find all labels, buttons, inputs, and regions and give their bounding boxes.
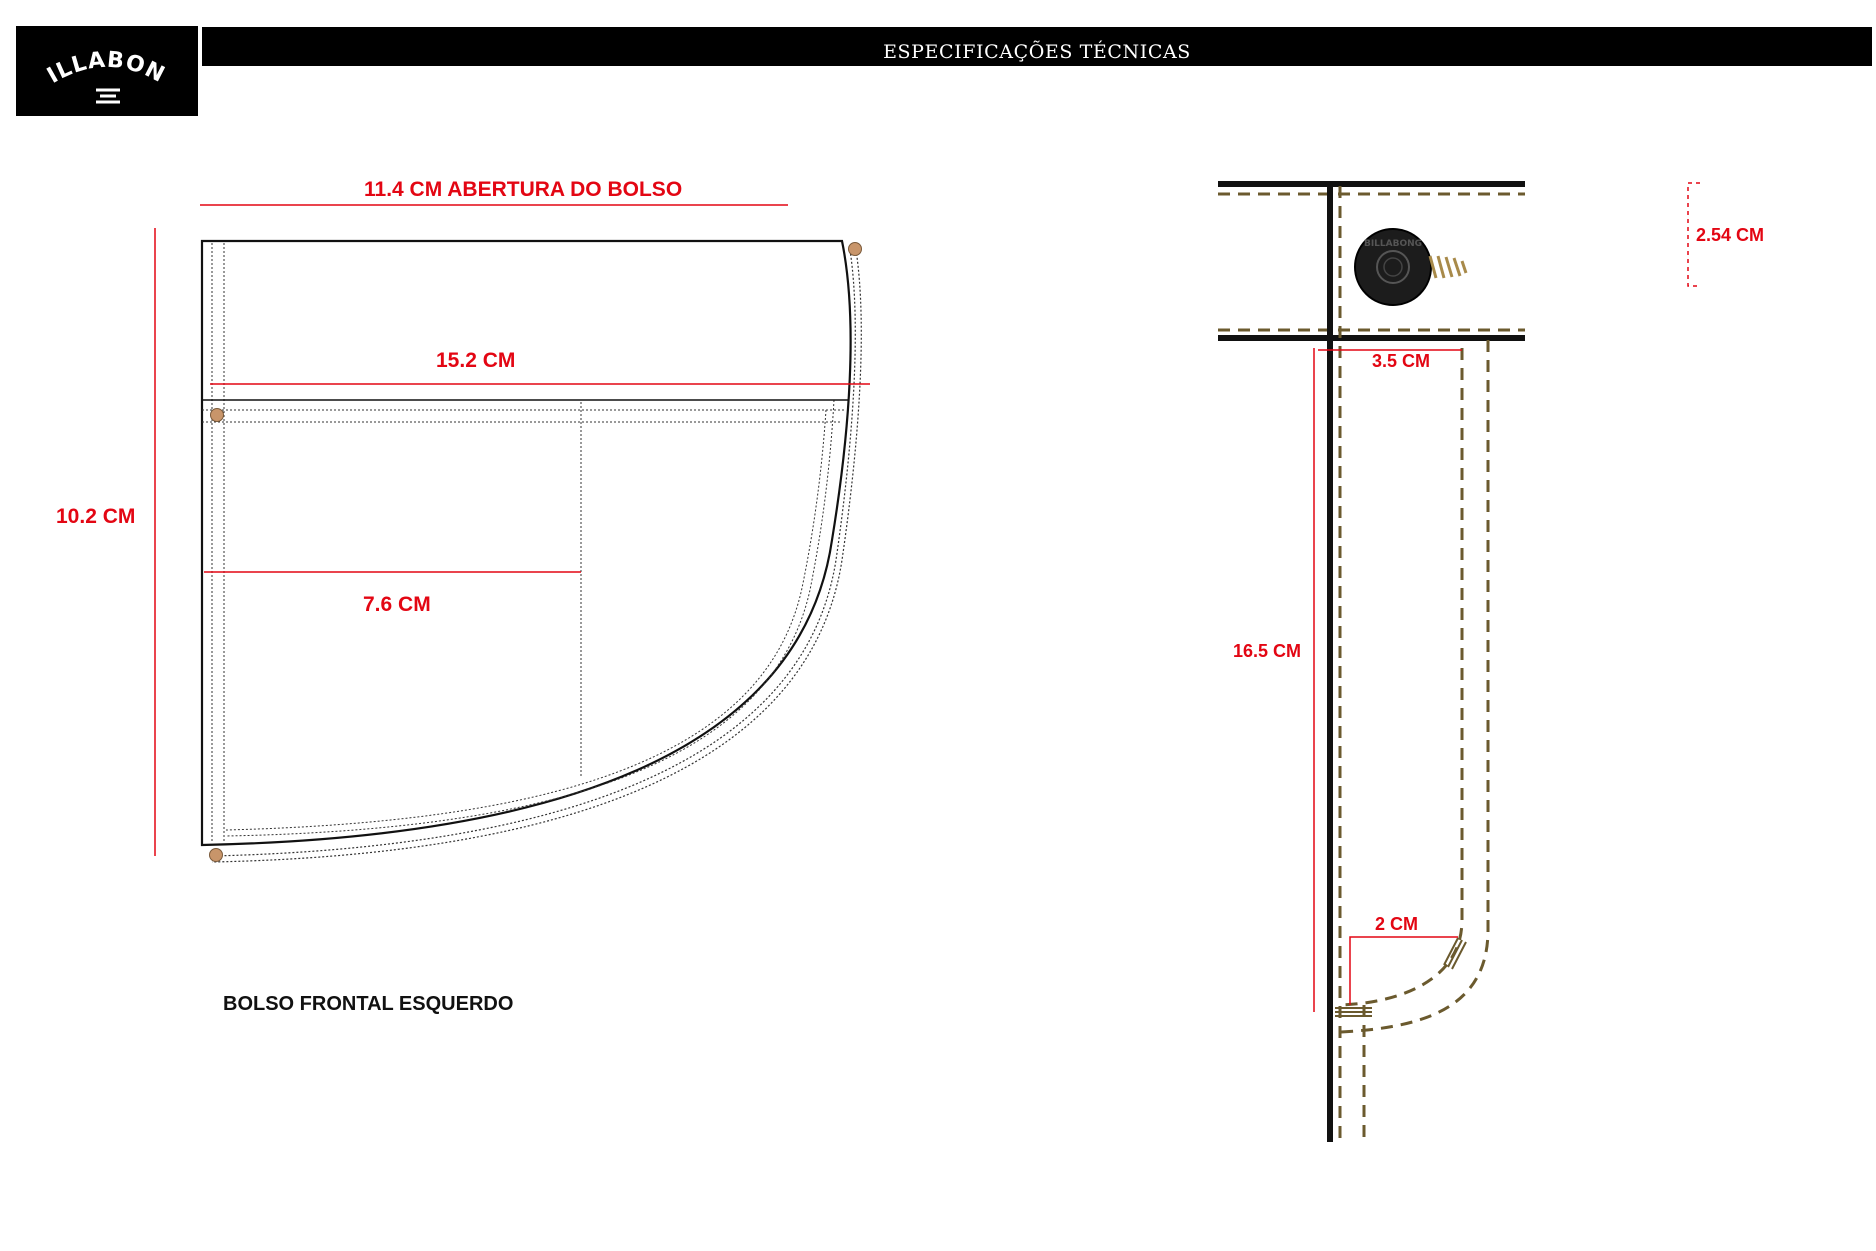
outer-stitch-1 (211, 249, 862, 863)
depth-dimension-label: 16.5 CM (1233, 641, 1302, 661)
inner-curve-stitch-2 (225, 409, 827, 831)
outer-stitch-2 (211, 249, 856, 857)
bartack-icon (1443, 937, 1467, 970)
waistband-dimension-line (1687, 182, 1700, 287)
top-dimension-label: 3.5 CM (1372, 351, 1431, 371)
bottom-dimension-line (1349, 936, 1458, 1005)
rivet-icon (848, 242, 862, 256)
button-logo-text: BILLABONG (1364, 239, 1422, 249)
bottom-dimension-label: 2 CM (1375, 914, 1419, 934)
drawing-caption: BOLSO FRONTAL ESQUERDO (223, 993, 514, 1015)
inner-dimension-label: 7.6 CM (363, 593, 431, 616)
height-dimension-label: 10.2 CM (56, 505, 136, 528)
pocket-outline (200, 239, 852, 847)
pocket-stitch-inner (1339, 348, 1464, 1007)
front-pocket-drawing (154, 204, 870, 863)
side-view-drawing: BILLABONG (1218, 181, 1700, 1142)
button-icon: BILLABONG (1354, 228, 1468, 306)
inner-curve-stitch-1 (225, 399, 835, 837)
header-bar: ESPECIFICAÇÕES TÉCNICAS (202, 27, 1872, 66)
width-dimension-label: 15.2 CM (436, 349, 516, 372)
page-title: ESPECIFICAÇÕES TÉCNICAS (883, 41, 1191, 63)
rivet-icon (210, 408, 224, 422)
button-shank-icon (1428, 255, 1468, 279)
opening-dimension-label: 11.4 CM ABERTURA DO BOLSO (364, 178, 683, 201)
rivet-icon (209, 848, 223, 862)
waistband-dimension-label: 2.54 CM (1696, 225, 1765, 245)
pocket-stitch-outer (1339, 340, 1490, 1034)
bartack-icon (1335, 1007, 1372, 1017)
